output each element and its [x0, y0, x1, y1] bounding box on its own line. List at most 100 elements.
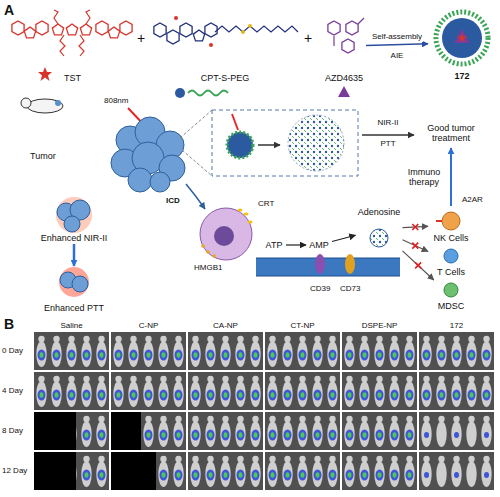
alkyl-chain	[79, 35, 84, 56]
node-label: AMP	[309, 240, 329, 250]
hmgb1-particle	[212, 254, 216, 258]
mouse-image	[265, 412, 340, 450]
nir-glow	[56, 197, 92, 233]
mouse-image	[265, 452, 340, 490]
a2ar-receptor	[436, 220, 442, 222]
connector-arrow	[366, 44, 428, 46]
ring	[96, 21, 108, 35]
node-label: TST	[64, 73, 81, 83]
ring	[120, 21, 132, 35]
ring	[66, 24, 77, 35]
mouse-image	[188, 332, 263, 370]
tumor-cell	[64, 216, 80, 232]
connector-arrow	[286, 244, 306, 245]
ring	[52, 24, 63, 35]
ring	[205, 23, 217, 37]
cell-membrane	[256, 258, 400, 276]
molecule-label: HMGB1	[194, 263, 222, 272]
plus-sign: +	[137, 30, 145, 46]
group-header: DSPE-NP	[362, 321, 398, 330]
node-label: Enhanced NIR-II	[41, 233, 108, 243]
ring	[346, 21, 358, 35]
mouse-image	[111, 332, 186, 370]
laser-beam	[232, 114, 238, 130]
drug-triangle	[454, 29, 470, 43]
crt-particle	[238, 209, 243, 212]
protein-label: CD39	[310, 284, 330, 293]
mouse-image	[265, 332, 340, 370]
tumor-node: Tumor	[28, 118, 196, 194]
alkyl-chain	[54, 10, 58, 24]
zoom-box	[212, 110, 358, 176]
dead-mask	[111, 412, 141, 450]
node-label: AZD4635	[325, 73, 363, 83]
day-label: 4 Day	[2, 386, 23, 395]
wavelength-label: 808nm	[104, 96, 128, 105]
adenosine-cluster	[370, 229, 388, 247]
plus-sign: +	[304, 30, 312, 46]
process-label: NIR-II	[378, 118, 399, 127]
metabolite-node: AMP	[306, 238, 332, 252]
ring	[342, 39, 354, 53]
tst-molecule	[12, 10, 132, 56]
node-label: Tumor	[30, 151, 56, 161]
ring	[154, 23, 166, 37]
mdsc-cell	[444, 283, 458, 297]
peg-corona	[436, 12, 488, 64]
cell-nucleus	[214, 226, 234, 246]
block-mark	[412, 243, 418, 249]
edge-label: Immuno therapy	[401, 167, 447, 188]
zoom-line	[182, 150, 212, 176]
mouse-image	[34, 332, 109, 370]
mouse-image	[34, 452, 109, 490]
edge-label: Self-assembly	[371, 32, 423, 41]
mouse-image	[419, 372, 494, 410]
mouse-image	[265, 372, 340, 410]
alkyl-chain	[60, 35, 65, 56]
process-label: AIE	[391, 51, 404, 60]
cell-node: NK Cells	[428, 206, 474, 244]
node-label: Good tumor treatment	[420, 123, 482, 144]
icd-arrow	[186, 184, 205, 209]
mouse	[27, 99, 63, 113]
sulfur-atom	[241, 30, 245, 34]
cell-node: MDSC	[428, 280, 474, 312]
mouse-image	[34, 372, 109, 410]
membrane-edge	[256, 258, 400, 259]
ring	[180, 23, 192, 37]
node-label: Enhanced PTT	[44, 303, 104, 313]
process-label: ICD	[166, 196, 180, 205]
mouse-image	[419, 452, 494, 490]
ring	[193, 30, 204, 41]
dead-mask	[34, 412, 76, 450]
cd73-protein	[345, 254, 355, 274]
ring	[80, 24, 91, 35]
azd-molecule	[328, 18, 364, 53]
node-label: NK Cells	[433, 233, 468, 243]
cell-node: T Cells	[428, 246, 474, 278]
block-mark	[415, 262, 421, 268]
star-icon	[38, 67, 52, 81]
tumor-cell	[72, 276, 88, 292]
molecule-node: AZD4635	[322, 8, 366, 84]
tumor-cell	[150, 172, 170, 192]
membrane-edge	[256, 276, 400, 277]
node-label: 172	[454, 71, 469, 81]
dead-mask	[34, 452, 76, 490]
nk-cell	[442, 212, 460, 230]
dead-mask	[111, 452, 156, 490]
day-label: 12 Day	[2, 466, 27, 475]
cd39-protein	[315, 254, 325, 274]
dispersed-nanoparticle	[288, 115, 344, 171]
molecule-node: TST	[10, 8, 135, 84]
group-header: Saline	[60, 321, 82, 330]
zoom-line	[180, 110, 212, 138]
molecule-label: CRT	[258, 199, 274, 208]
ring	[12, 21, 24, 35]
connector-arrow	[403, 251, 434, 280]
crt-particle	[244, 213, 249, 216]
mouse-image	[188, 372, 263, 410]
ring	[328, 21, 340, 35]
mouse-image	[111, 372, 186, 410]
